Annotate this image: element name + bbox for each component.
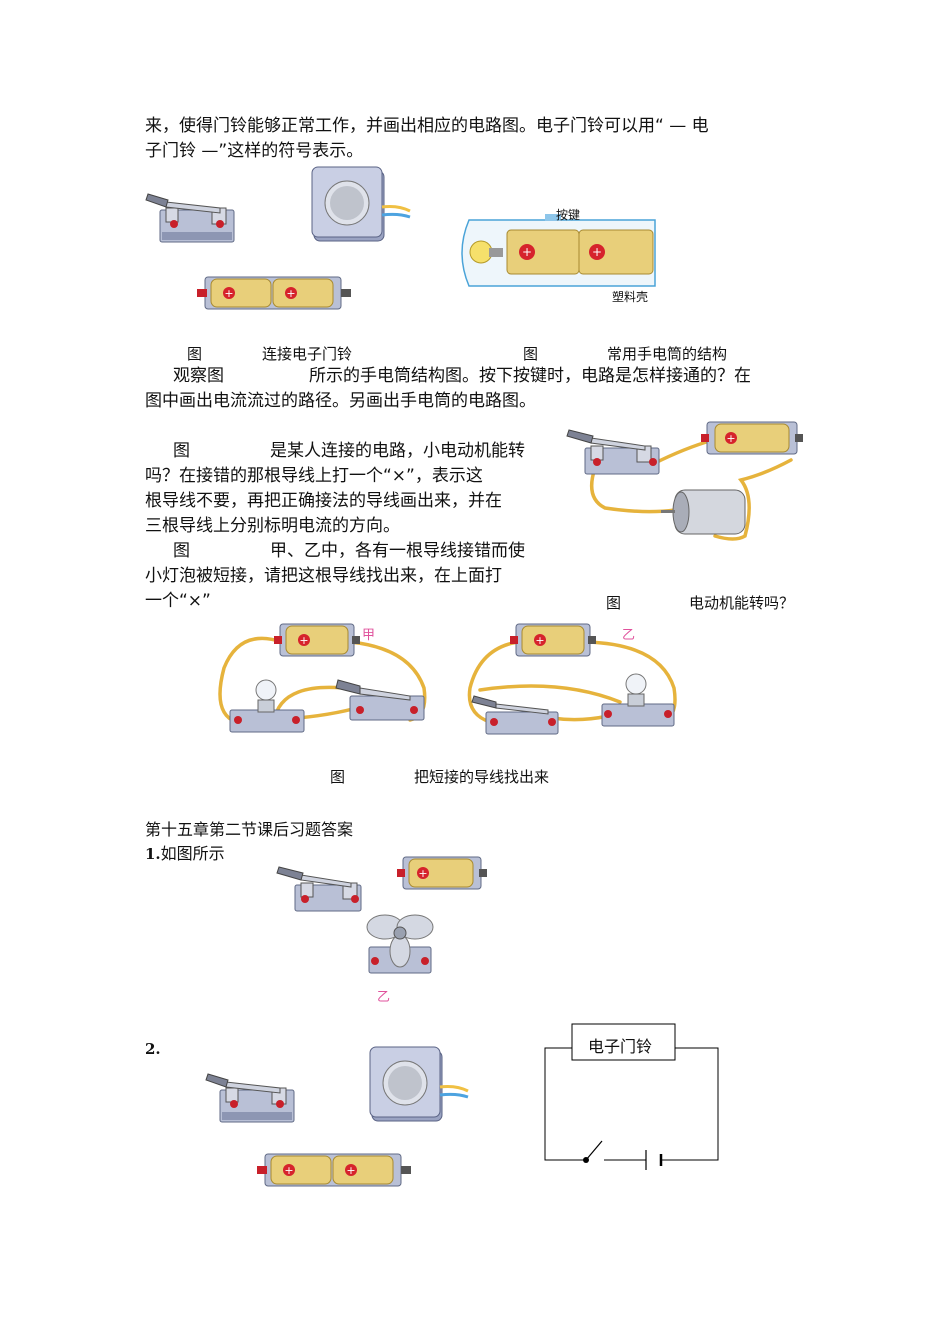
electronic-doorbell-1 <box>311 166 411 242</box>
answer-1-number: 1. <box>145 845 161 863</box>
svg-text:+: + <box>522 245 532 259</box>
fig-flashlight-title: 常用手电筒的结构 <box>607 345 728 363</box>
flashlight-button-label: 按键 <box>556 208 581 222</box>
observe-line-1b: 所示的手电筒结构图。按下按键时，电路是怎样接通的？在 <box>309 366 751 386</box>
motor-q-line-1a: 图 <box>173 441 190 461</box>
circuit-jia: + <box>218 623 427 733</box>
svg-text:+: + <box>418 867 427 880</box>
observe-line-1a: 观察图 <box>173 366 224 386</box>
answers-heading: 第十五章第二节课后习题答案 <box>145 820 354 839</box>
motor-q-line-3: 根导线不要，再把正确接法的导线画出来，并在 <box>145 491 502 511</box>
svg-text:+: + <box>592 245 602 259</box>
answer-1-text: 如图所示 <box>160 844 225 863</box>
intro-line-1: 来，使得门铃能够正常工作，并画出相应的电路图。电子门铃可以用“ — 电 <box>145 116 709 136</box>
electronic-doorbell-2 <box>369 1046 469 1122</box>
short-q-line-1b: 甲、乙中，各有一根导线接错而使 <box>270 541 525 561</box>
motor-fig-title: 电动机能转吗？ <box>689 594 795 612</box>
label-yi: 乙 <box>622 628 636 643</box>
motor-q-line-1b: 是某人连接的电路，小电动机能转 <box>270 441 525 461</box>
answer-2-number: 2. <box>145 1040 161 1058</box>
battery-pack-2: + + <box>257 1153 411 1187</box>
motor-fig-word: 图 <box>606 594 622 612</box>
motor-circuit: + <box>566 421 803 541</box>
short-q-line-3: 一个“×” <box>145 591 211 611</box>
knife-switch-2 <box>205 1073 295 1123</box>
knife-switch-1 <box>145 193 235 243</box>
fig-doorbell-title: 连接电子门铃 <box>262 345 353 363</box>
svg-text:+: + <box>726 432 735 445</box>
intro-line-2: 子门铃 —”这样的符号表示。 <box>145 141 364 161</box>
flashlight-diagram: + + <box>461 214 656 287</box>
motor-q-line-4: 三根导线上分别标明电流的方向。 <box>145 516 400 536</box>
doorbell-box-label: 电子门铃 <box>588 1037 653 1056</box>
answer-1: 1.如图所示 <box>145 840 225 864</box>
flashlight-shell-label: 塑料壳 <box>612 290 649 304</box>
observe-line-2: 图中画出电流流过的路径。另画出手电筒的电路图。 <box>145 391 536 411</box>
doorbell-circuit-diagram <box>544 1023 719 1170</box>
svg-text:+: + <box>346 1164 355 1177</box>
svg-text:+: + <box>284 1164 293 1177</box>
label-jia: 甲 <box>362 628 376 643</box>
answer-1-label-yi: 乙 <box>377 990 391 1005</box>
circuit-yi: + <box>467 623 677 735</box>
fig-doorbell-word: 图 <box>187 345 203 363</box>
svg-text:+: + <box>286 287 295 300</box>
battery-pack-1: + + <box>197 276 351 310</box>
motor-q-line-2: 吗？在接错的那根导线上打一个“×”，表示这 <box>145 466 483 486</box>
short-fig-word: 图 <box>330 768 346 786</box>
short-q-line-1a: 图 <box>173 541 190 561</box>
svg-text:+: + <box>299 634 308 647</box>
svg-text:+: + <box>224 287 233 300</box>
short-q-line-2: 小灯泡被短接，请把这根导线找出来，在上面打 <box>145 566 502 586</box>
svg-text:+: + <box>535 634 544 647</box>
answer-1-figure: + <box>276 856 487 974</box>
fig-flashlight-word: 图 <box>523 345 539 363</box>
short-fig-title: 把短接的导线找出来 <box>414 768 550 786</box>
